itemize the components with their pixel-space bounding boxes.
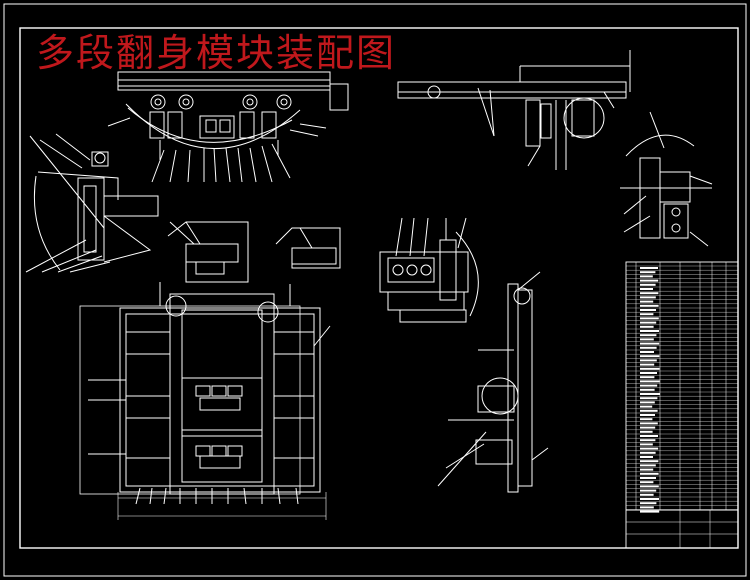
table-cell-text [640,292,659,295]
table-cell-text [640,321,657,324]
table-cell-text [640,414,655,416]
table-cell-text [640,384,658,387]
table-cell-text [640,422,658,425]
table-cell-text [640,456,653,458]
table-cell-text [640,418,653,421]
table-cell-text [640,334,657,337]
table-cell-text [640,397,658,400]
table-cell-text [640,401,655,404]
table-cell-text [640,376,655,379]
table-cell-text [640,447,659,450]
table-cell-text [640,489,657,492]
table-cell-text [640,409,658,412]
right-detail-view [620,111,713,247]
parts-list [625,261,739,549]
table-cell-text [640,309,656,311]
table-cell-text [640,393,660,395]
table-cell-text [640,468,654,471]
table-cell-text [640,439,656,442]
left-detail-view [25,133,159,273]
table-cell-text [640,430,653,433]
table-cell-text [640,372,657,374]
table-cell-text [640,330,659,332]
vertical-mechanism-view [437,271,549,493]
table-cell-text [640,283,656,286]
outer-border [3,3,747,577]
table-cell-text [640,351,654,353]
table-cell-text [640,359,657,362]
table-cell-text [640,472,659,475]
table-cell-text [640,279,659,282]
main-assembly-view [79,282,331,520]
parts-list-text [640,267,660,513]
table-cell-text [640,367,660,370]
table-cell-text [640,426,656,429]
table-cell-text [640,300,654,303]
table-cell-text [640,435,658,437]
table-cell-text [640,288,653,290]
table-cell-text [640,464,656,467]
table-cell-text [640,443,653,446]
top-right-view [397,50,631,170]
table-cell-text [640,271,656,274]
parts-list-rows [626,265,738,510]
table-cell-text [640,325,654,328]
table-cell-text [640,510,660,513]
table-cell-text [640,502,657,505]
table-cell-text [640,338,654,341]
table-cell-text [640,346,657,349]
table-cell-text [640,267,658,269]
table-cell-text [640,388,655,391]
table-cell-text [640,342,660,345]
drawing-title: 多段翻身模块装配图 [36,31,397,75]
table-cell-text [640,481,654,484]
center-mechanism-view [379,217,479,323]
table-cell-text [640,485,659,488]
table-cell-text [640,498,659,500]
table-cell-text [640,275,653,278]
table-cell-text [640,460,659,463]
top-left-view [107,71,349,183]
table-cell-text [640,304,659,307]
table-cell-text [640,296,656,299]
table-cell-text [640,405,653,408]
table-cell-text [640,317,659,320]
table-cell-text [640,363,655,366]
table-cell-text [640,313,654,316]
table-cell-text [640,493,654,496]
table-cell-text [640,380,660,383]
table-cell-text [640,477,656,479]
table-cell-text [640,451,656,454]
table-cell-text [640,355,660,358]
table-cell-text [640,506,654,509]
center-details [167,221,341,283]
